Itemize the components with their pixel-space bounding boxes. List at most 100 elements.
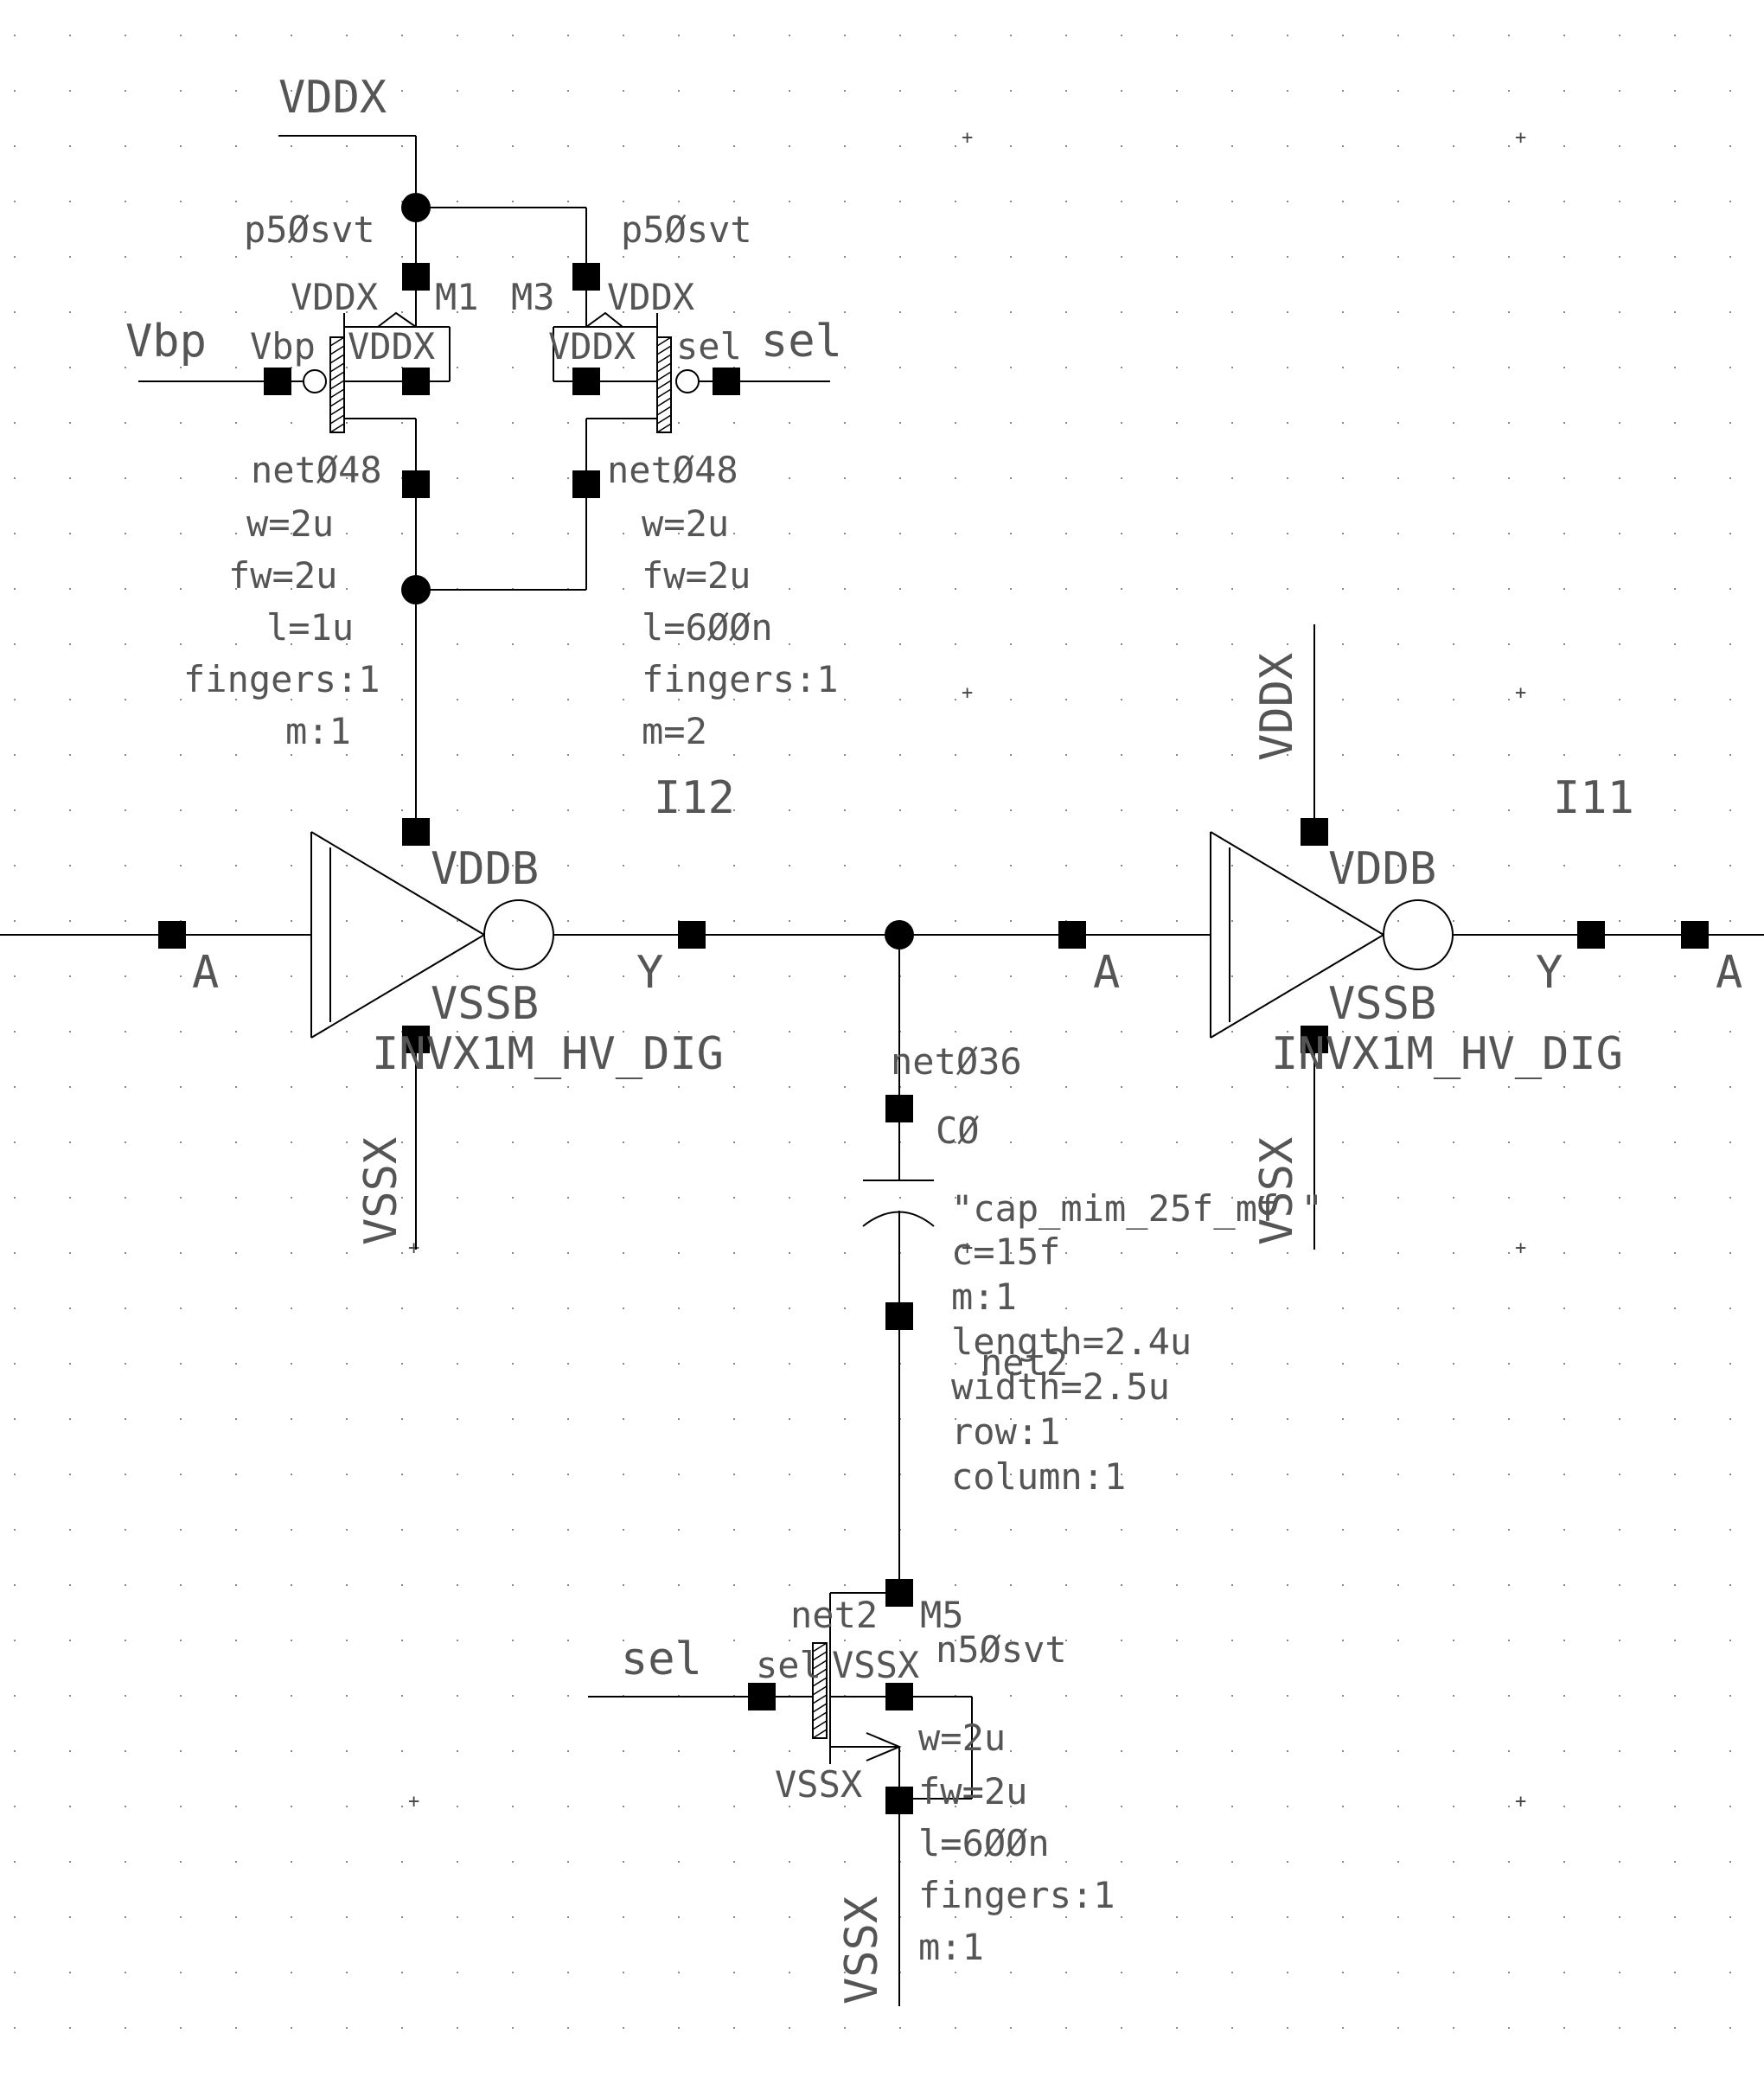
grid-dot — [457, 1916, 458, 1918]
grid-dot — [346, 809, 348, 811]
grid-dot — [401, 1418, 403, 1420]
grid-dot — [14, 1418, 16, 1420]
grid-dot — [1287, 1750, 1288, 1752]
inv2-body-top — [1210, 831, 1384, 936]
grid-dot — [14, 1252, 16, 1254]
grid-dot — [1508, 1197, 1510, 1199]
grid-dot — [69, 1750, 71, 1752]
grid-dot — [678, 588, 680, 590]
grid-dot — [1674, 1141, 1676, 1143]
grid-dot — [1563, 533, 1565, 534]
grid-dot — [1729, 1916, 1731, 1918]
grid-dot — [1397, 920, 1399, 922]
grid-dot — [567, 145, 569, 147]
grid-dot — [512, 201, 514, 202]
grid-dot — [1176, 1750, 1178, 1752]
grid-dot — [1563, 422, 1565, 424]
grid-dot — [180, 643, 182, 645]
grid-dot — [1674, 1031, 1676, 1033]
grid-dot — [1010, 201, 1012, 202]
grid-dot — [1121, 809, 1122, 811]
grid-dot — [789, 311, 790, 313]
grid-dot — [955, 920, 956, 922]
m3-gate-plate — [656, 336, 672, 433]
grid-dot — [1619, 1972, 1620, 1973]
grid-dot — [1619, 1916, 1620, 1918]
grid-dot — [623, 865, 624, 866]
grid-dot — [346, 1031, 348, 1033]
grid-dot — [678, 1197, 680, 1199]
grid-dot — [69, 367, 71, 368]
grid-dot — [1065, 256, 1067, 258]
grid-dot — [235, 975, 237, 977]
grid-dot — [401, 145, 403, 147]
grid-dot — [1397, 1972, 1399, 1973]
pin-inv2-a — [1058, 921, 1086, 949]
grid-dot — [1176, 1031, 1178, 1033]
grid-dot — [512, 311, 514, 313]
grid-dot — [291, 35, 292, 36]
grid-dot — [69, 201, 71, 202]
grid-dot — [1619, 422, 1620, 424]
grid-dot — [291, 1806, 292, 1807]
grid-dot — [899, 1640, 901, 1641]
grid-dot — [235, 201, 237, 202]
gate-hatches — [329, 336, 828, 1739]
grid-dot — [1176, 699, 1178, 700]
grid-dot — [733, 588, 735, 590]
grid-dot — [1508, 1086, 1510, 1088]
grid-dot — [1342, 1031, 1344, 1033]
grid-dot — [1121, 1529, 1122, 1531]
grid-dot — [1729, 1031, 1731, 1033]
grid-dot — [1121, 643, 1122, 645]
m1-gate-bubble — [303, 369, 327, 393]
grid-dot — [291, 1141, 292, 1143]
grid-dot — [1729, 1252, 1731, 1254]
gate-hatch-line — [329, 414, 345, 425]
grid-dot — [1342, 1861, 1344, 1863]
grid-dot — [14, 256, 16, 258]
grid-dot — [1453, 865, 1454, 866]
grid-dot — [346, 588, 348, 590]
grid-dot — [235, 1750, 237, 1752]
label-vssx-bottom: VSSX — [836, 1896, 888, 2004]
grid-dot — [789, 201, 790, 202]
grid-dot — [291, 1750, 292, 1752]
grid-dot — [1674, 1806, 1676, 1807]
grid-dot — [291, 1695, 292, 1697]
grid-dot — [512, 1750, 514, 1752]
grid-dot — [1231, 90, 1233, 92]
grid-dot — [1342, 201, 1344, 202]
grid-dot — [69, 1806, 71, 1807]
grid-dot — [180, 1141, 182, 1143]
grid-dot — [180, 1750, 182, 1752]
grid-dot — [1231, 533, 1233, 534]
grid-dot — [1563, 1141, 1565, 1143]
grid-dot — [457, 1750, 458, 1752]
m5-gate-plate — [812, 1642, 828, 1739]
grid-dot — [512, 1141, 514, 1143]
grid-dot — [1729, 533, 1731, 534]
grid-dot — [1121, 145, 1122, 147]
grid-dot — [899, 311, 901, 313]
grid-dot — [1010, 2027, 1012, 2029]
grid-dot — [1342, 90, 1344, 92]
grid-dot — [844, 256, 846, 258]
grid-dot — [291, 809, 292, 811]
grid-dot — [623, 311, 624, 313]
grid-dot — [844, 1308, 846, 1309]
grid-dot — [1342, 256, 1344, 258]
gate-hatch-line — [329, 423, 345, 433]
label-cap-c: c=15f — [951, 1231, 1060, 1273]
grid-dot — [1231, 1363, 1233, 1365]
grid-dot — [733, 643, 735, 645]
grid-dot — [1397, 1474, 1399, 1475]
grid-dot — [1342, 1086, 1344, 1088]
grid-dot — [1508, 699, 1510, 700]
grid-dot — [1729, 256, 1731, 258]
grid-dot — [678, 1806, 680, 1807]
grid-dot — [567, 1529, 569, 1531]
grid-dot — [125, 1418, 126, 1420]
grid-dot — [346, 1640, 348, 1641]
grid-dot — [14, 1750, 16, 1752]
